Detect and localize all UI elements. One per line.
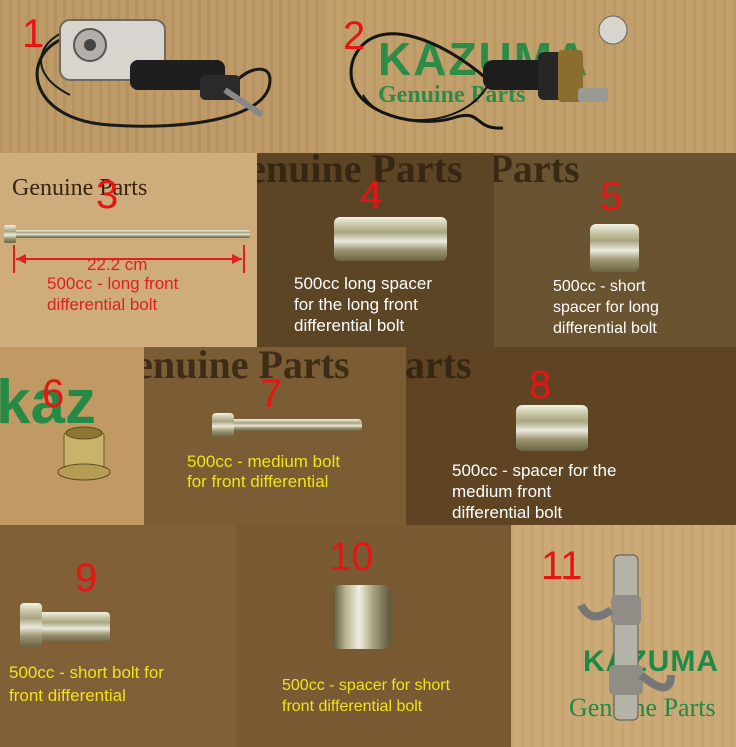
short-bolt-image bbox=[38, 612, 110, 642]
medium-bolt-image bbox=[230, 419, 362, 431]
part-number: 5 bbox=[600, 175, 623, 219]
part-number: 1 bbox=[22, 12, 45, 56]
part-number: 2 bbox=[343, 14, 366, 58]
tile-1: 1 bbox=[0, 0, 323, 153]
part-caption-line: differential bolt bbox=[553, 320, 657, 337]
measurement-arrow bbox=[13, 245, 245, 273]
part-number: 4 bbox=[360, 173, 383, 217]
part-number: 10 bbox=[329, 535, 374, 579]
tile-5: Genuine Parts 500cc - short spacer for l… bbox=[494, 153, 736, 347]
medium-spacer-image bbox=[516, 405, 588, 451]
measurement-label: 22.2 cm bbox=[87, 255, 148, 274]
motor-assembly-image bbox=[35, 19, 272, 128]
tile-6: kaz 6 bbox=[0, 347, 144, 525]
part-number: 8 bbox=[529, 363, 552, 407]
part-caption-line: front differential bolt bbox=[282, 698, 423, 715]
part-number: 9 bbox=[75, 556, 98, 600]
part-caption-line: 500cc - long front bbox=[47, 274, 179, 293]
long-spacer-image bbox=[334, 217, 447, 261]
kazuma-logo: KAZUMA bbox=[583, 645, 719, 678]
part-number: 7 bbox=[260, 372, 283, 416]
tile-2: KAZUMA Genuine Parts 2 bbox=[323, 0, 736, 153]
part-caption-line: spacer for long bbox=[553, 299, 659, 316]
short-spacer-image bbox=[590, 224, 639, 272]
tile-4: Genuine Parts 500cc long spacer for the … bbox=[257, 153, 494, 347]
flange-nut-image bbox=[57, 426, 111, 481]
background-text: Genuine Parts bbox=[257, 153, 463, 191]
part-caption-line: 500cc - spacer for short bbox=[282, 677, 451, 694]
background-text: Genuine Parts bbox=[144, 347, 350, 387]
genuine-parts-text: Genuine Parts bbox=[569, 693, 716, 722]
part-number: 6 bbox=[42, 372, 65, 416]
part-caption-line: 500cc - short bolt for bbox=[9, 663, 164, 682]
background-text: Genuine Parts bbox=[494, 153, 580, 191]
part-caption-line: differential bolt bbox=[47, 295, 158, 314]
tile-11: KAZUMA Genuine Parts 11 bbox=[511, 525, 736, 747]
short-spacer-image bbox=[333, 585, 391, 649]
tile-7: Genuine Parts 500cc - medium bolt for fr… bbox=[144, 347, 406, 525]
tile-10: 500cc - spacer for short front different… bbox=[236, 525, 511, 747]
shift-fork-image bbox=[577, 554, 675, 721]
part-caption-line: differential bolt bbox=[452, 503, 563, 522]
part-number: 3 bbox=[96, 173, 119, 217]
tile-3: Genuine Parts 22.2 cm 500cc - long front… bbox=[0, 153, 257, 347]
part-caption-line: 500cc long spacer bbox=[294, 274, 432, 293]
tile-9: 500cc - short bolt for front differentia… bbox=[0, 525, 236, 747]
part-caption-line: medium front bbox=[452, 482, 552, 501]
genuine-parts-text: Genuine Parts bbox=[12, 175, 148, 201]
motor-cable-image bbox=[349, 15, 628, 130]
part-number: 11 bbox=[541, 544, 583, 588]
long-bolt-image bbox=[8, 230, 250, 238]
part-caption-line: for front differential bbox=[187, 472, 329, 491]
part-caption-line: for the long front bbox=[294, 295, 418, 314]
part-caption-line: 500cc - spacer for the bbox=[452, 461, 617, 480]
kazuma-logo: kaz bbox=[0, 368, 96, 437]
part-caption-line: 500cc - short bbox=[553, 278, 646, 295]
part-caption-line: front differential bbox=[9, 686, 126, 705]
background-text: Genuine Parts bbox=[406, 347, 472, 387]
part-caption-line: 500cc - medium bolt bbox=[187, 452, 341, 471]
tile-8: Genuine Parts 500cc - spacer for the med… bbox=[406, 347, 736, 525]
part-caption-line: differential bolt bbox=[294, 316, 405, 335]
